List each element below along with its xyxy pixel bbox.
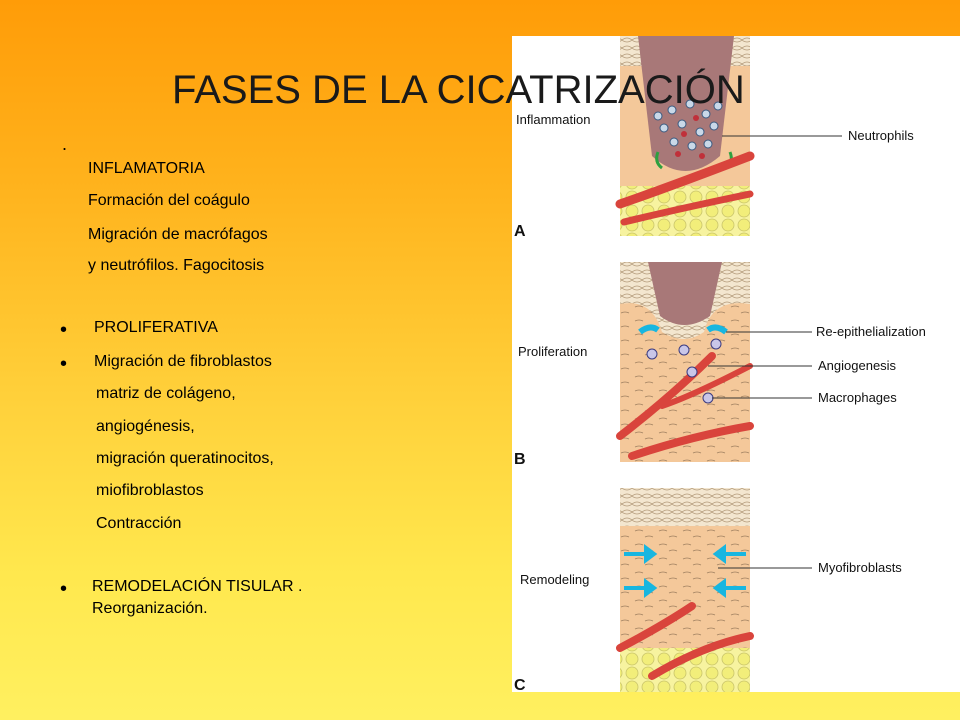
migration-arrow-left: [655, 151, 663, 170]
panel-inflammation: Inflammation A Neutrophils: [514, 36, 914, 240]
epithelial-arrow-left: [638, 324, 660, 335]
blood-vessel: [616, 602, 696, 652]
panel-b-label: Proliferation: [518, 344, 587, 359]
slide-title: FASES DE LA CICATRIZACIÓN: [172, 68, 745, 112]
phase-inflamatoria-heading: INFLAMATORIA: [88, 160, 205, 177]
bullet: •: [60, 353, 68, 375]
phase-remodelacion-heading: REMODELACIÓN TISULAR .: [92, 578, 303, 595]
blood-vessel: [615, 151, 755, 209]
neutrophil-cluster: [653, 99, 723, 151]
proliferativa-item: matriz de colágeno,: [96, 385, 236, 402]
proliferativa-item: angiogénesis,: [96, 418, 195, 435]
panel-c-letter: C: [514, 677, 526, 692]
contraction-arrows: [624, 544, 746, 598]
proliferativa-item: Contracción: [96, 515, 182, 532]
proliferativa-item: miofibroblastos: [96, 482, 204, 499]
proliferativa-item: migración queratinocitos,: [96, 450, 274, 467]
panel-a-label: Inflammation: [516, 112, 590, 127]
blood-vessel: [659, 363, 753, 409]
callout-re-epithelialization: Re-epithelialization: [816, 324, 926, 339]
blood-vessel: [648, 632, 754, 680]
callout-neutrophils: Neutrophils: [848, 128, 914, 143]
panel-proliferation: Proliferation B Re-epithelialization Ang…: [514, 262, 926, 468]
red-cells: [675, 115, 705, 159]
blood-vessel: [628, 422, 754, 460]
macrophages: [646, 338, 722, 404]
inflamatoria-item: y neutrófilos. Fagocitosis: [88, 257, 265, 274]
callout-myofibroblasts: Myofibroblasts: [818, 560, 902, 575]
blood-vessel: [616, 352, 716, 440]
phase-proliferativa-heading: PROLIFERATIVA: [94, 319, 218, 336]
panel-remodeling: Remodeling C Myofibroblasts: [514, 488, 902, 692]
panel-c-label: Remodeling: [520, 572, 589, 587]
inflamatoria-item: Migración de macrófagos: [88, 226, 268, 243]
bullet: •: [60, 578, 68, 600]
wound-healing-figure: Inflammation A Neutrophils Proliferation…: [512, 36, 960, 692]
remodelacion-item: Reorganización.: [92, 600, 208, 617]
inflamatoria-item: Formación del coágulo: [88, 192, 250, 209]
proliferativa-item: Migración de fibroblastos: [94, 353, 272, 370]
callout-macrophages: Macrophages: [818, 390, 897, 405]
panel-a-letter: A: [514, 223, 526, 240]
wound-scab: [648, 262, 722, 325]
panel-b-letter: B: [514, 451, 526, 468]
stray-dot: .: [62, 134, 68, 154]
blood-vessel: [620, 190, 754, 226]
wound-healing-illustration: Inflammation A Neutrophils Proliferation…: [514, 36, 926, 692]
callout-angiogenesis: Angiogenesis: [818, 358, 897, 373]
epithelial-arrow-right: [706, 324, 728, 335]
bullet: •: [60, 319, 68, 341]
epidermis-layer: [620, 488, 750, 526]
